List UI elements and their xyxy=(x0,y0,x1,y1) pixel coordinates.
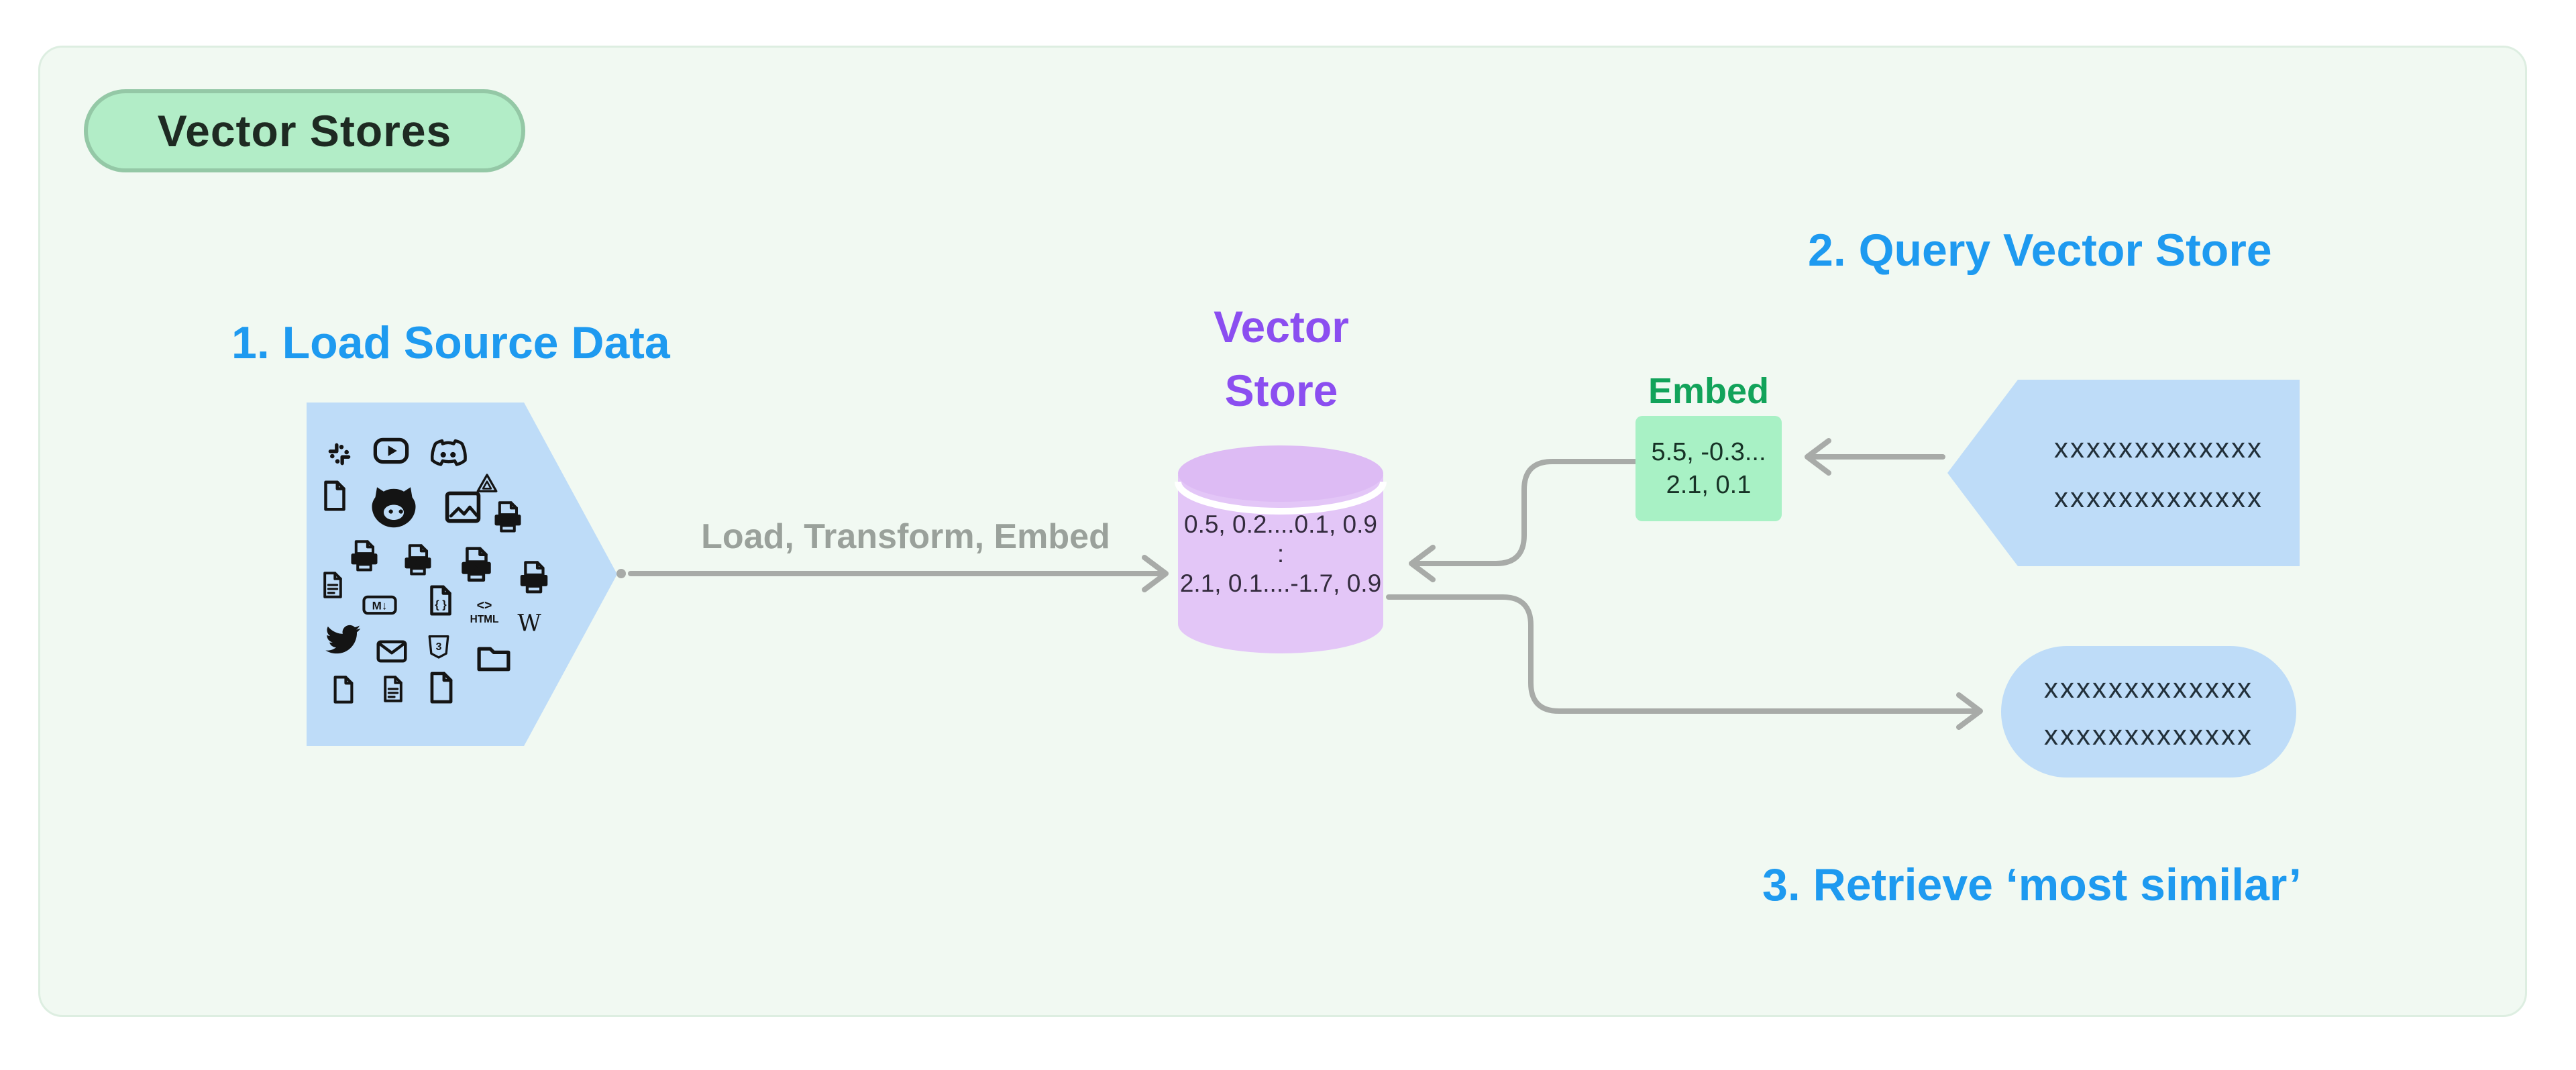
file-icon xyxy=(319,480,351,512)
vector-row: : xyxy=(1277,540,1285,568)
step3-label: 3. Retrieve ‘most similar’ xyxy=(1762,859,2302,910)
vector-row: 2.1, 0.1....-1.7, 0.9 xyxy=(1179,570,1382,597)
image-icon xyxy=(443,487,483,527)
svg-text:{ }: { } xyxy=(435,598,447,610)
arrow-label: Load, Transform, Embed xyxy=(701,517,1110,556)
result-text-line: xxxxxxxxxxxxx xyxy=(2044,719,2253,751)
vector-store-values: 0.5, 0.2....0.1, 0.9 : 2.1, 0.1....-1.7,… xyxy=(1173,510,1389,598)
svg-text:PPT: PPT xyxy=(526,576,543,586)
svg-text:HTML: HTML xyxy=(470,614,499,625)
pdf-icon: PDF xyxy=(347,539,382,574)
embed-box: 5.5, -0.3... 2.1, 0.1 xyxy=(1635,416,1782,521)
svg-text:PDF: PDF xyxy=(356,554,372,564)
svg-text:TXT: TXT xyxy=(468,563,485,573)
twitter-icon xyxy=(324,621,362,658)
vector-store-title: Vector Store xyxy=(1174,295,1389,423)
result-text-line: xxxxxxxxxxxxx xyxy=(2044,672,2253,704)
query-shape: xxxxxxxxxxxxx xxxxxxxxxxxxx xyxy=(1947,380,2300,566)
markdown-icon: M↓ xyxy=(362,588,397,623)
vector-stores-badge: Vector Stores xyxy=(84,89,525,172)
file-lines-icon xyxy=(319,571,347,599)
vector-row: 0.5, 0.2....0.1, 0.9 xyxy=(1184,511,1377,538)
svg-text:<>: <> xyxy=(477,598,492,612)
csv-icon: CSV xyxy=(490,500,525,535)
svg-text:M↓: M↓ xyxy=(372,600,388,612)
css3-icon: 3 xyxy=(425,633,453,661)
svg-text:W: W xyxy=(517,610,541,637)
query-text-line: xxxxxxxxxxxxx xyxy=(2054,432,2263,464)
file-icon xyxy=(329,675,358,704)
google-drive-icon xyxy=(473,471,501,499)
embed-values-line: 5.5, -0.3... xyxy=(1651,437,1766,466)
embed-values-line: 2.1, 0.1 xyxy=(1666,470,1752,499)
email-icon xyxy=(376,635,408,667)
code-file-icon: { } xyxy=(425,584,457,617)
query-text-line: xxxxxxxxxxxxx xyxy=(2054,482,2263,513)
step1-label: 1. Load Source Data xyxy=(231,317,670,368)
embed-label: Embed xyxy=(1648,371,1770,411)
step2-label: 2. Query Vector Store xyxy=(1808,225,2272,276)
vector-store-cylinder xyxy=(1173,443,1389,657)
folder-icon xyxy=(475,640,513,678)
file-lines-icon xyxy=(379,675,407,703)
discord-icon xyxy=(429,435,468,474)
doc-icon: DOC xyxy=(400,543,435,578)
svg-text:CSV: CSV xyxy=(499,515,517,525)
file-icon xyxy=(425,671,458,704)
ppt-icon: PPT xyxy=(516,560,552,596)
vector-store-title-line1: Vector xyxy=(1214,302,1349,352)
youtube-icon xyxy=(372,432,410,470)
vector-store-title-line2: Store xyxy=(1224,366,1338,415)
svg-text:DOC: DOC xyxy=(409,558,427,568)
slack-icon xyxy=(327,441,352,467)
txt-icon: TXT xyxy=(457,546,496,585)
database-cylinder-icon xyxy=(1175,445,1387,653)
svg-text:3: 3 xyxy=(436,641,442,653)
html-icon: <> HTML xyxy=(467,596,502,631)
github-icon xyxy=(367,483,421,537)
wikipedia-icon: W xyxy=(515,608,544,637)
badge-label: Vector Stores xyxy=(157,106,452,156)
result-shape: xxxxxxxxxxxxx xxxxxxxxxxxxx xyxy=(2001,646,2296,778)
